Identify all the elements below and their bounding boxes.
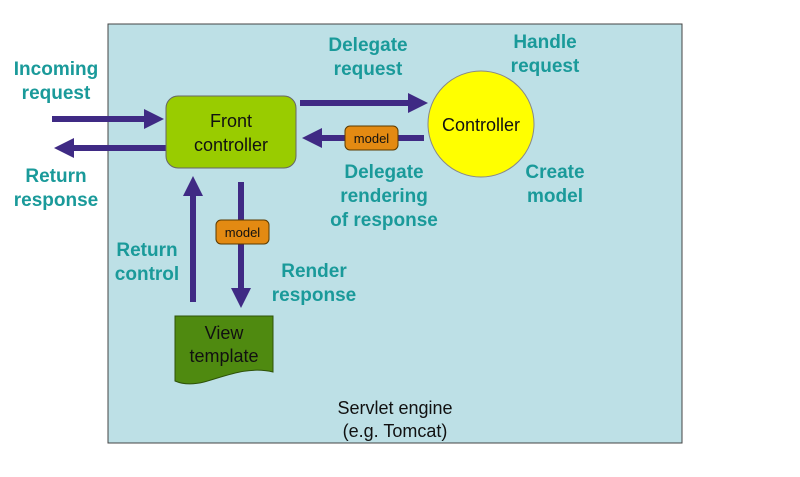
model-badge-top-label: model <box>354 131 390 146</box>
label-delegate-request: Delegate request <box>328 35 407 80</box>
delegate-rendering-line2: rendering <box>340 186 428 207</box>
view-template-node: View template <box>174 315 274 385</box>
return-response-line1: Return <box>25 166 86 187</box>
view-template-label-line2: template <box>189 346 258 366</box>
incoming-request-line1: Incoming <box>14 59 98 80</box>
incoming-request-line2: request <box>22 83 91 104</box>
view-template-shape <box>174 315 274 385</box>
arrow-return-response <box>54 138 166 158</box>
handle-request-line2: request <box>511 56 580 77</box>
controller-circle <box>427 70 535 178</box>
delegate-request-line2: request <box>334 59 403 80</box>
handle-request-line1: Handle <box>513 32 576 53</box>
front-controller-label-line1: Front <box>210 111 252 131</box>
controller-label: Controller <box>442 115 520 135</box>
model-badge-left-box <box>215 219 270 245</box>
arrow-delegate-request <box>300 93 428 113</box>
model-badge-top: model <box>344 125 399 151</box>
model-badge-left: model <box>215 219 270 245</box>
return-response-line2: response <box>14 190 98 211</box>
label-delegate-rendering: Delegate rendering of response <box>330 162 438 231</box>
servlet-engine-line1: Servlet engine <box>337 398 452 418</box>
render-response-line1: Render <box>281 261 347 282</box>
return-control-line1: Return <box>116 240 177 261</box>
servlet-engine-line2: (e.g. Tomcat) <box>343 421 448 441</box>
arrow-return-control <box>183 176 203 302</box>
return-control-line2: control <box>115 264 179 285</box>
model-badge-top-box <box>344 125 399 151</box>
servlet-engine-caption: Servlet engine (e.g. Tomcat) <box>337 398 452 441</box>
delegate-request-line1: Delegate <box>328 35 407 56</box>
label-return-response: Return response <box>14 166 98 211</box>
delegate-rendering-line3: of response <box>330 210 438 231</box>
label-handle-request: Handle request <box>511 32 580 77</box>
render-response-line2: response <box>272 285 356 306</box>
view-template-label-line1: View <box>205 323 245 343</box>
label-incoming-request: Incoming request <box>14 59 98 104</box>
create-model-line2: model <box>527 186 583 207</box>
create-model-line1: Create <box>525 162 584 183</box>
front-controller-box <box>165 95 297 169</box>
model-badge-left-label: model <box>225 225 261 240</box>
label-create-model: Create model <box>525 162 584 207</box>
arrow-incoming-request <box>52 109 164 129</box>
label-render-response: Render response <box>272 261 356 306</box>
delegate-rendering-line1: Delegate <box>344 162 423 183</box>
front-controller-label-line2: controller <box>194 135 268 155</box>
label-return-control: Return control <box>115 240 179 285</box>
front-controller-node: Front controller <box>165 95 297 169</box>
controller-node: Controller <box>427 70 535 178</box>
